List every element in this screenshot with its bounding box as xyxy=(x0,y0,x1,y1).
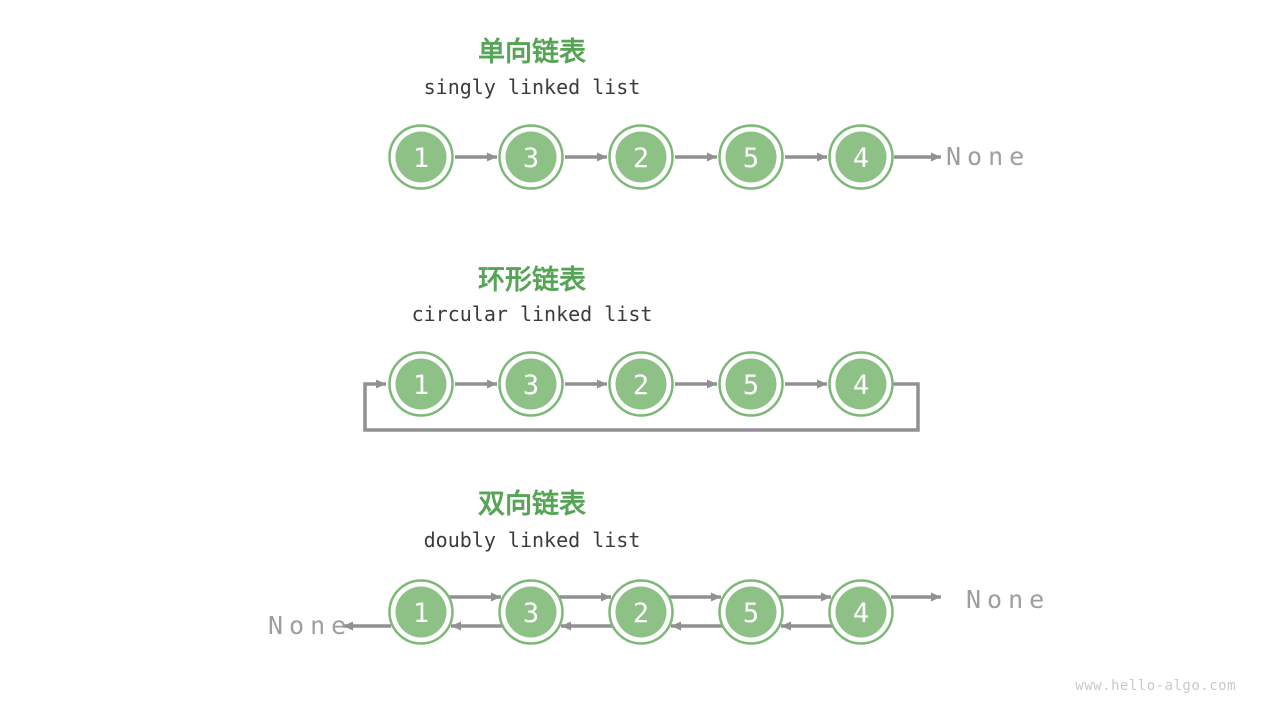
node-value: 3 xyxy=(523,598,539,629)
section-subtitle-circular: circular linked list xyxy=(411,302,653,326)
section-title-doubly: 双向链表 xyxy=(478,489,586,519)
list-node: 5 xyxy=(718,351,784,417)
list-node: 1 xyxy=(388,124,454,190)
node-value: 5 xyxy=(743,143,759,174)
list-node: 2 xyxy=(608,579,674,645)
node-value: 2 xyxy=(633,598,649,629)
watermark: www.hello-algo.com xyxy=(1075,678,1236,694)
node-value: 5 xyxy=(743,370,759,401)
list-node: 1 xyxy=(388,579,454,645)
circular-list: 1 3 2 5 4 xyxy=(363,351,920,432)
node-value: 3 xyxy=(523,143,539,174)
node-value: 2 xyxy=(633,370,649,401)
node-value: 3 xyxy=(523,370,539,401)
list-node: 4 xyxy=(828,351,894,417)
list-node: 5 xyxy=(718,579,784,645)
list-node: 3 xyxy=(498,124,564,190)
doubly-list: 1 3 2 5 4 xyxy=(343,579,941,645)
loop-back-arrow xyxy=(363,379,920,432)
section-subtitle-singly: singly linked list xyxy=(423,75,641,99)
node-value: 1 xyxy=(413,370,429,401)
list-node: 3 xyxy=(498,579,564,645)
list-node: 4 xyxy=(828,579,894,645)
section-title-singly: 单向链表 xyxy=(478,37,586,67)
node-value: 4 xyxy=(853,370,869,401)
node-value: 2 xyxy=(633,143,649,174)
node-value: 1 xyxy=(413,143,429,174)
section-title-circular: 环形链表 xyxy=(478,265,586,295)
node-value: 1 xyxy=(413,598,429,629)
none-label-singly-tail: None xyxy=(946,142,1031,171)
node-value: 5 xyxy=(743,598,759,629)
none-label-doubly-next: None xyxy=(966,585,1051,614)
list-node: 5 xyxy=(718,124,784,190)
list-node: 1 xyxy=(388,351,454,417)
none-label-doubly-prev: None xyxy=(268,611,353,640)
singly-list: 1 3 2 5 4 xyxy=(388,124,941,190)
section-subtitle-doubly: doubly linked list xyxy=(423,528,641,552)
list-node: 2 xyxy=(608,351,674,417)
node-value: 4 xyxy=(853,598,869,629)
node-value: 4 xyxy=(853,143,869,174)
list-node: 2 xyxy=(608,124,674,190)
list-node: 4 xyxy=(828,124,894,190)
list-node: 3 xyxy=(498,351,564,417)
